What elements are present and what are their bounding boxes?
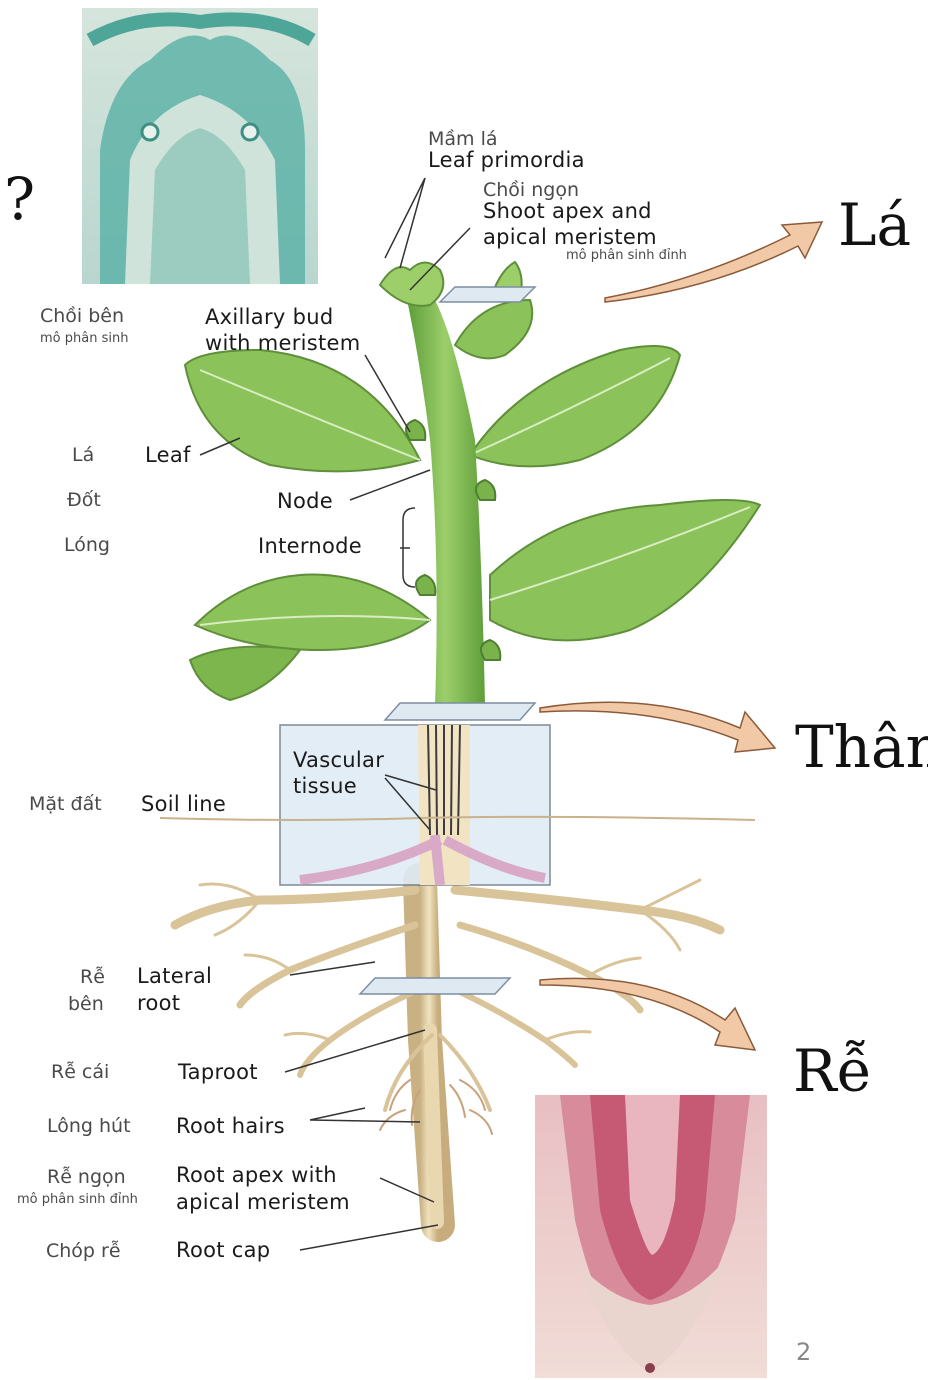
axillary-en-2: with meristem <box>205 333 361 354</box>
vascular-en-1: Vascular <box>293 750 384 771</box>
soil-vi: Mặt đất <box>29 795 102 814</box>
internode-vi: Lóng <box>64 536 110 555</box>
leaf-en: Leaf <box>145 445 191 466</box>
lateral-vi-1: Rễ <box>80 968 105 987</box>
axillary-vi-1: Chồi bên <box>40 307 124 326</box>
rootapex-vi-sub: mô phân sinh đỉnh <box>17 1193 138 1206</box>
organ-label-leaf: Lá <box>838 196 911 254</box>
shoot-apex-en-2: apical meristem <box>483 227 657 248</box>
leaf-vi: Lá <box>72 446 94 465</box>
rootcap-vi: Chóp rễ <box>46 1242 121 1261</box>
shoot-apex-en-1: Shoot apex and <box>483 201 652 222</box>
lateral-en-2: root <box>137 993 180 1014</box>
lateral-vi-2: bên <box>68 995 104 1014</box>
rootcap-en: Root cap <box>176 1240 270 1261</box>
hairs-en: Root hairs <box>176 1116 285 1137</box>
leaf-primordia-en: Leaf primordia <box>428 150 585 171</box>
rootapex-en-1: Root apex with <box>176 1165 337 1186</box>
rootapex-vi: Rễ ngọn <box>47 1168 126 1187</box>
leaf-primordia-vi: Mầm lá <box>428 130 498 149</box>
rootapex-en-2: apical meristem <box>176 1192 350 1213</box>
axillary-en-1: Axillary bud <box>205 307 333 328</box>
vascular-box <box>160 725 755 885</box>
page-number: 2 <box>796 1340 811 1364</box>
shoot-apex-vi: Chồi ngọn <box>483 181 579 200</box>
shoot-apex-micrograph <box>82 8 318 284</box>
question-mark: ? <box>4 170 35 228</box>
hairs-vi: Lông hút <box>47 1117 131 1136</box>
vascular-en-2: tissue <box>293 776 357 797</box>
lateral-en-1: Lateral <box>137 966 212 987</box>
axillary-vi-2: mô phân sinh <box>40 332 128 345</box>
shoot-apex-vi-sub: mô phân sinh đỉnh <box>566 249 687 262</box>
taproot-en: Taproot <box>178 1062 258 1083</box>
node-en: Node <box>277 491 333 512</box>
organ-label-stem: Thân <box>795 718 928 776</box>
organ-label-root: Rễ <box>793 1042 872 1100</box>
soil-en: Soil line <box>141 794 226 815</box>
taproot-vi: Rễ cái <box>51 1063 109 1082</box>
root-apex-micrograph <box>535 1095 767 1378</box>
node-vi: Đốt <box>67 491 101 510</box>
internode-en: Internode <box>258 536 362 557</box>
